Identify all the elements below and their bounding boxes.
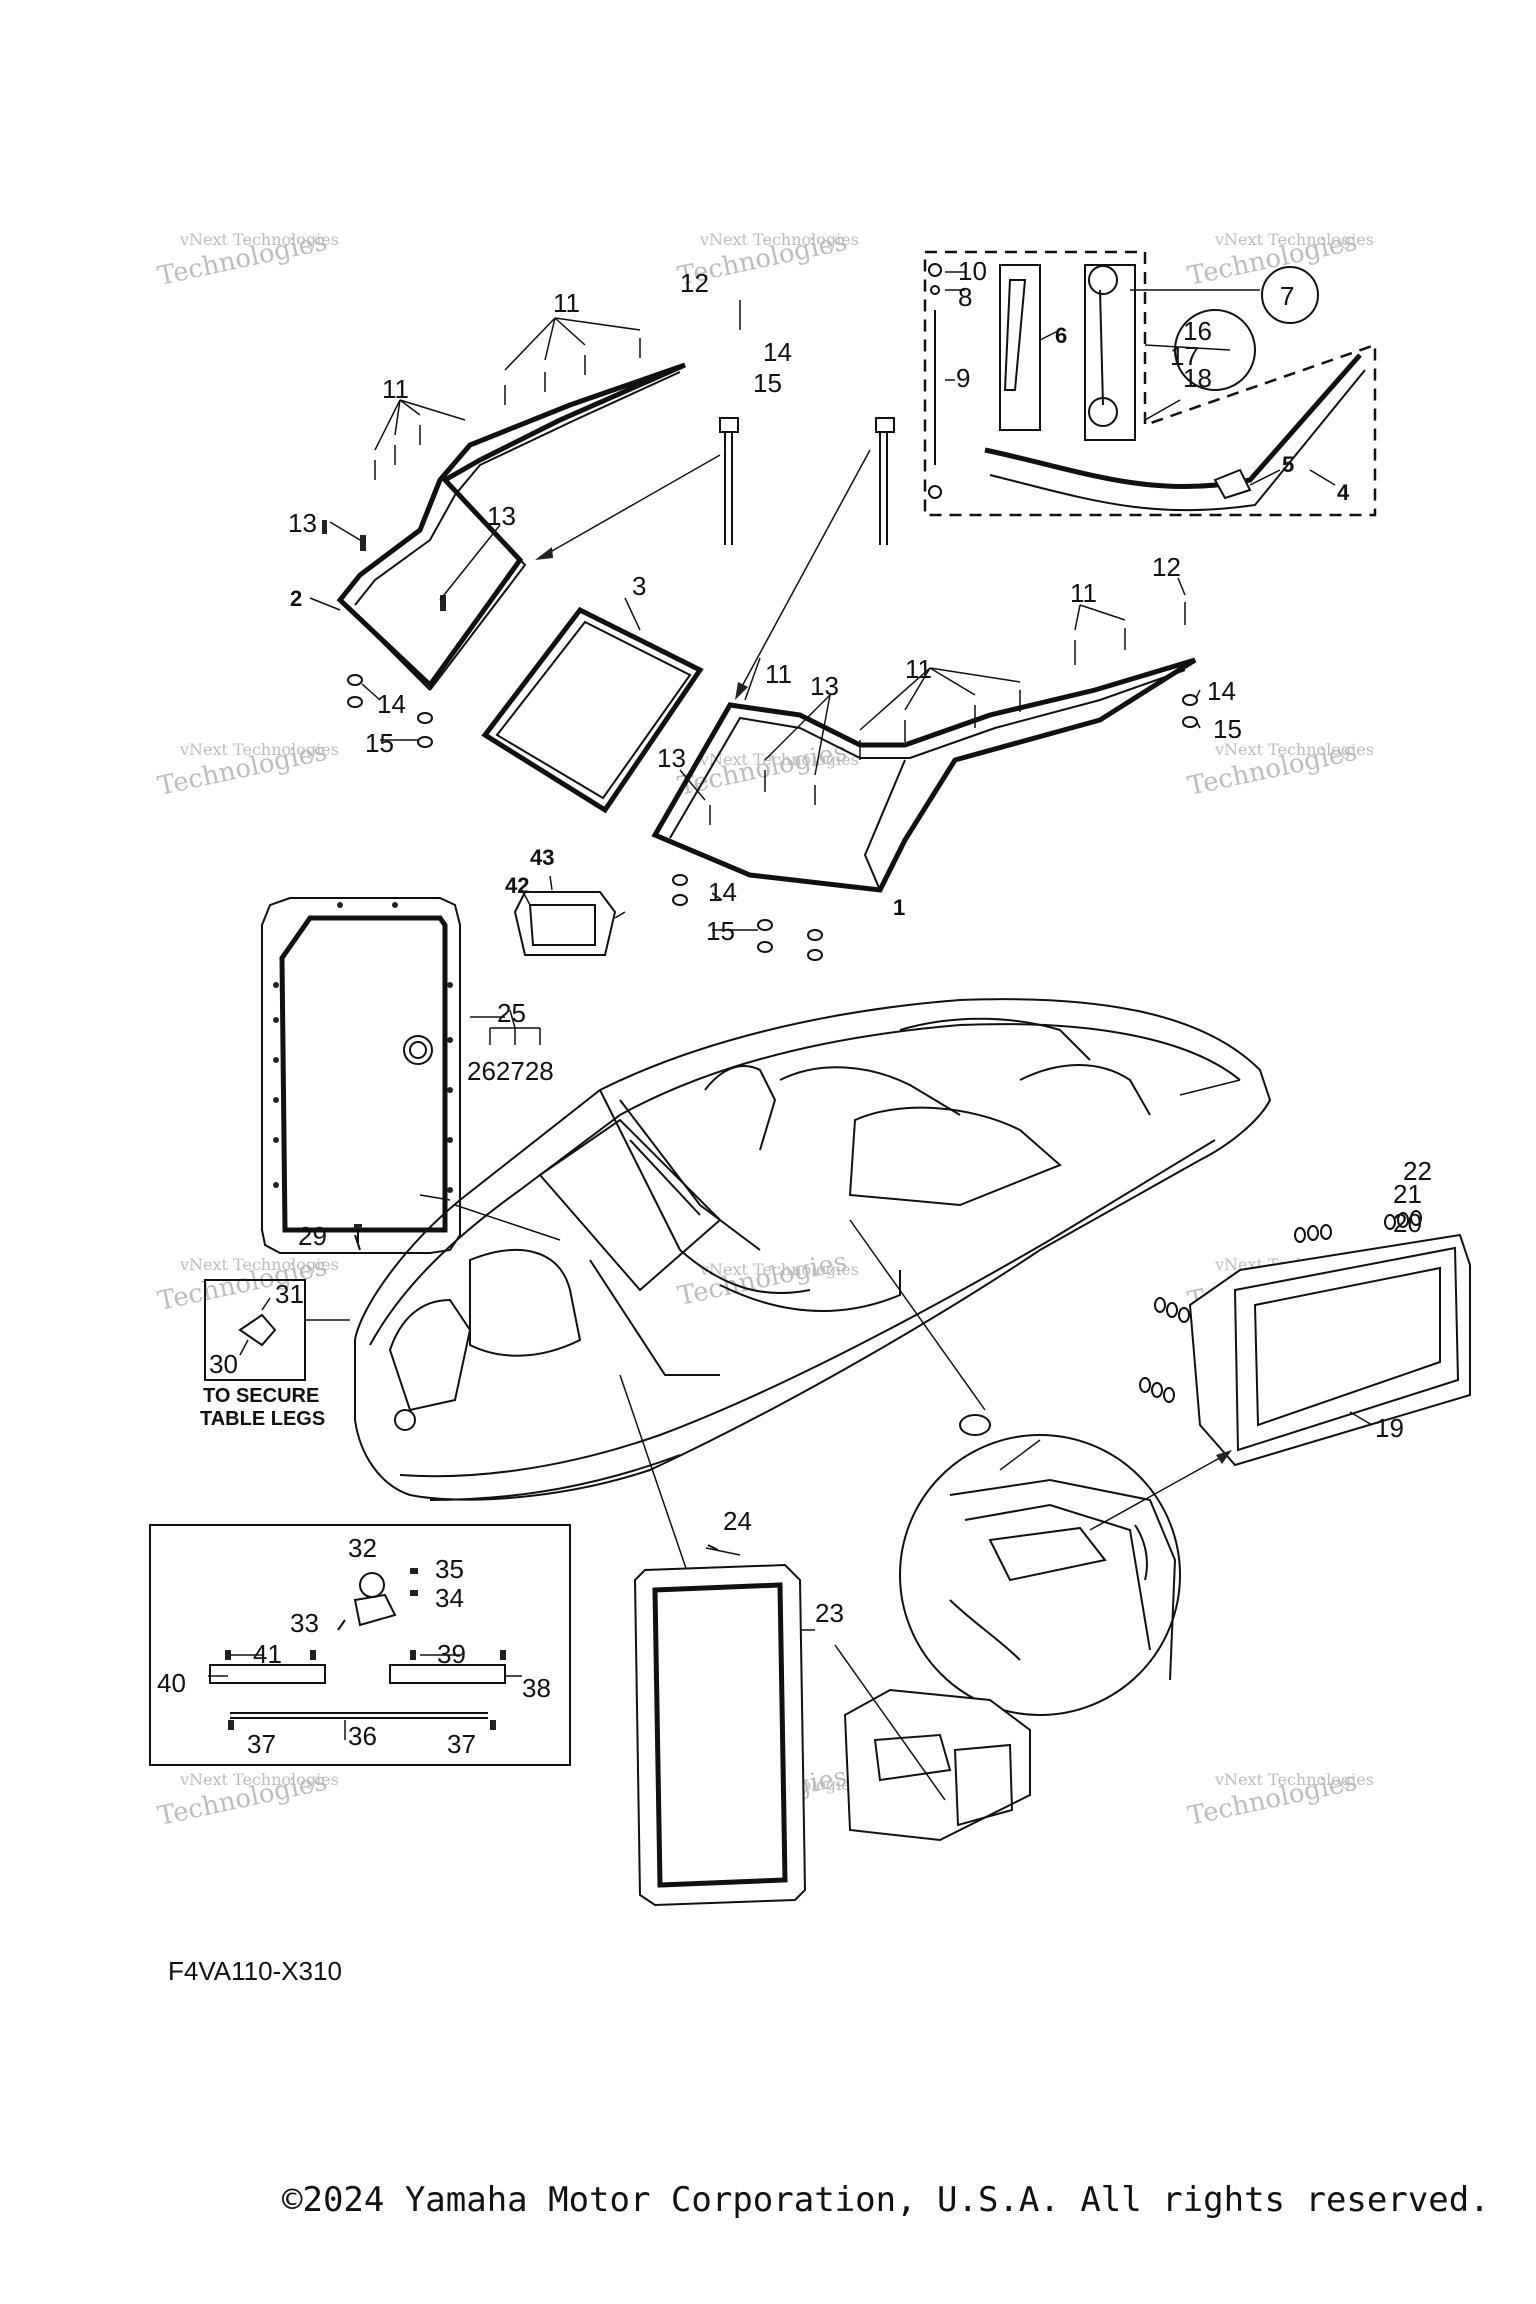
watermark-text: vNext Technologies bbox=[179, 1770, 339, 1789]
watermark-text: Technologies bbox=[675, 737, 850, 802]
left-windshield-assembly bbox=[309, 317, 687, 748]
storage-box-19 bbox=[1139, 1210, 1471, 1467]
callout-13: 13 bbox=[487, 501, 516, 531]
screw-29 bbox=[354, 1224, 362, 1243]
callout-1: 1 bbox=[893, 895, 905, 920]
callout-15: 15 bbox=[706, 916, 735, 946]
detail-magnifier bbox=[899, 1414, 1232, 1716]
callout-29: 29 bbox=[298, 1221, 327, 1251]
callout-5: 5 bbox=[1282, 452, 1294, 477]
callout-13: 13 bbox=[657, 743, 686, 773]
table-leg-clip-box bbox=[204, 1279, 350, 1381]
callout-21: 21 bbox=[1393, 1179, 1422, 1209]
callout-35: 35 bbox=[435, 1554, 464, 1584]
callout-40: 40 bbox=[157, 1668, 186, 1698]
callout-9: 9 bbox=[956, 363, 970, 393]
storage-tray-42 bbox=[513, 875, 626, 956]
callout-262728: 262728 bbox=[467, 1056, 554, 1086]
watermark-text: vNext Technologies bbox=[699, 1260, 859, 1279]
callout-13: 13 bbox=[810, 671, 839, 701]
callout-39: 39 bbox=[437, 1639, 466, 1669]
callout-11: 11 bbox=[553, 288, 580, 318]
note-secure-line1: TO SECURE bbox=[203, 1385, 319, 1407]
callout-18: 18 bbox=[1183, 363, 1212, 393]
callout-8: 8 bbox=[958, 282, 972, 312]
callout-14: 14 bbox=[1207, 676, 1236, 706]
callout-15: 15 bbox=[365, 728, 394, 758]
callout-10: 10 bbox=[958, 256, 987, 286]
callout-19: 19 bbox=[1375, 1413, 1404, 1443]
callout-36: 36 bbox=[348, 1721, 377, 1751]
callout-30: 30 bbox=[209, 1349, 238, 1379]
callout-11: 11 bbox=[765, 659, 792, 689]
callout-32: 32 bbox=[348, 1533, 377, 1563]
boat-hull bbox=[354, 998, 1272, 1581]
hardware-parts-box bbox=[149, 1524, 571, 1766]
callout-2: 2 bbox=[290, 586, 302, 611]
callout-14: 14 bbox=[377, 689, 406, 719]
copyright-notice: ©2024 Yamaha Motor Corporation, U.S.A. A… bbox=[282, 2180, 1490, 2220]
callout-6: 6 bbox=[1055, 323, 1067, 348]
callout-4: 4 bbox=[1337, 480, 1350, 505]
callout-22: 22 bbox=[1403, 1156, 1432, 1186]
watermark-text: vNext Technologies bbox=[179, 1255, 339, 1274]
callout-3: 3 bbox=[632, 571, 646, 601]
callout-41: 41 bbox=[253, 1639, 282, 1669]
callout-15: 15 bbox=[753, 368, 782, 398]
callout-20: 20 bbox=[1393, 1208, 1422, 1238]
callout-13: 13 bbox=[288, 508, 317, 538]
watermark-text: vNext Technologies bbox=[699, 230, 859, 249]
storage-bin-24 bbox=[834, 1644, 1031, 1842]
hatch-cover-25 bbox=[261, 897, 561, 1254]
callout-33: 33 bbox=[290, 1608, 319, 1638]
callout-11: 11 bbox=[905, 654, 932, 684]
callout-24: 24 bbox=[723, 1506, 752, 1536]
callout-17: 17 bbox=[1170, 341, 1199, 371]
callout-34: 34 bbox=[435, 1583, 464, 1613]
callout-37: 37 bbox=[247, 1729, 276, 1759]
right-windshield-assembly bbox=[651, 577, 1201, 961]
callout-37: 37 bbox=[447, 1729, 476, 1759]
callout-7: 7 bbox=[1280, 281, 1294, 311]
callout-14: 14 bbox=[763, 337, 792, 367]
watermark-text: vNext Technologies bbox=[1214, 1770, 1374, 1789]
callout-31: 31 bbox=[275, 1279, 304, 1309]
callout-14: 14 bbox=[708, 877, 737, 907]
callout-23: 23 bbox=[815, 1598, 844, 1628]
watermark-text: vNext Technologies bbox=[179, 230, 339, 249]
callout-15: 15 bbox=[1213, 714, 1242, 744]
callout-43: 43 bbox=[530, 845, 554, 870]
watermark-text: vNext Technologies bbox=[179, 740, 339, 759]
support-struts bbox=[535, 300, 895, 700]
callout-16: 16 bbox=[1183, 316, 1212, 346]
drawing-code: F4VA110-X310 bbox=[168, 1956, 342, 1986]
note-secure-line2: TABLE LEGS bbox=[200, 1408, 325, 1430]
windshield-glass-3 bbox=[481, 597, 704, 814]
dashed-inset-top-right bbox=[923, 250, 1377, 517]
door-panel-23 bbox=[633, 1544, 815, 1907]
callout-11: 11 bbox=[382, 374, 409, 404]
callout-25: 25 bbox=[497, 998, 526, 1028]
callout-labels: 1 2 3 4 5 6 7 8 9 10 11 11 11 11 11 12 1… bbox=[157, 256, 1432, 1759]
callout-38: 38 bbox=[522, 1673, 551, 1703]
callout-42: 42 bbox=[505, 873, 529, 898]
watermark-text: vNext Technologies bbox=[1214, 230, 1374, 249]
callout-11: 11 bbox=[1070, 578, 1097, 608]
callout-12: 12 bbox=[680, 268, 709, 298]
watermark-text: vNext Technologies bbox=[1214, 740, 1374, 759]
callout-12: 12 bbox=[1152, 552, 1181, 582]
